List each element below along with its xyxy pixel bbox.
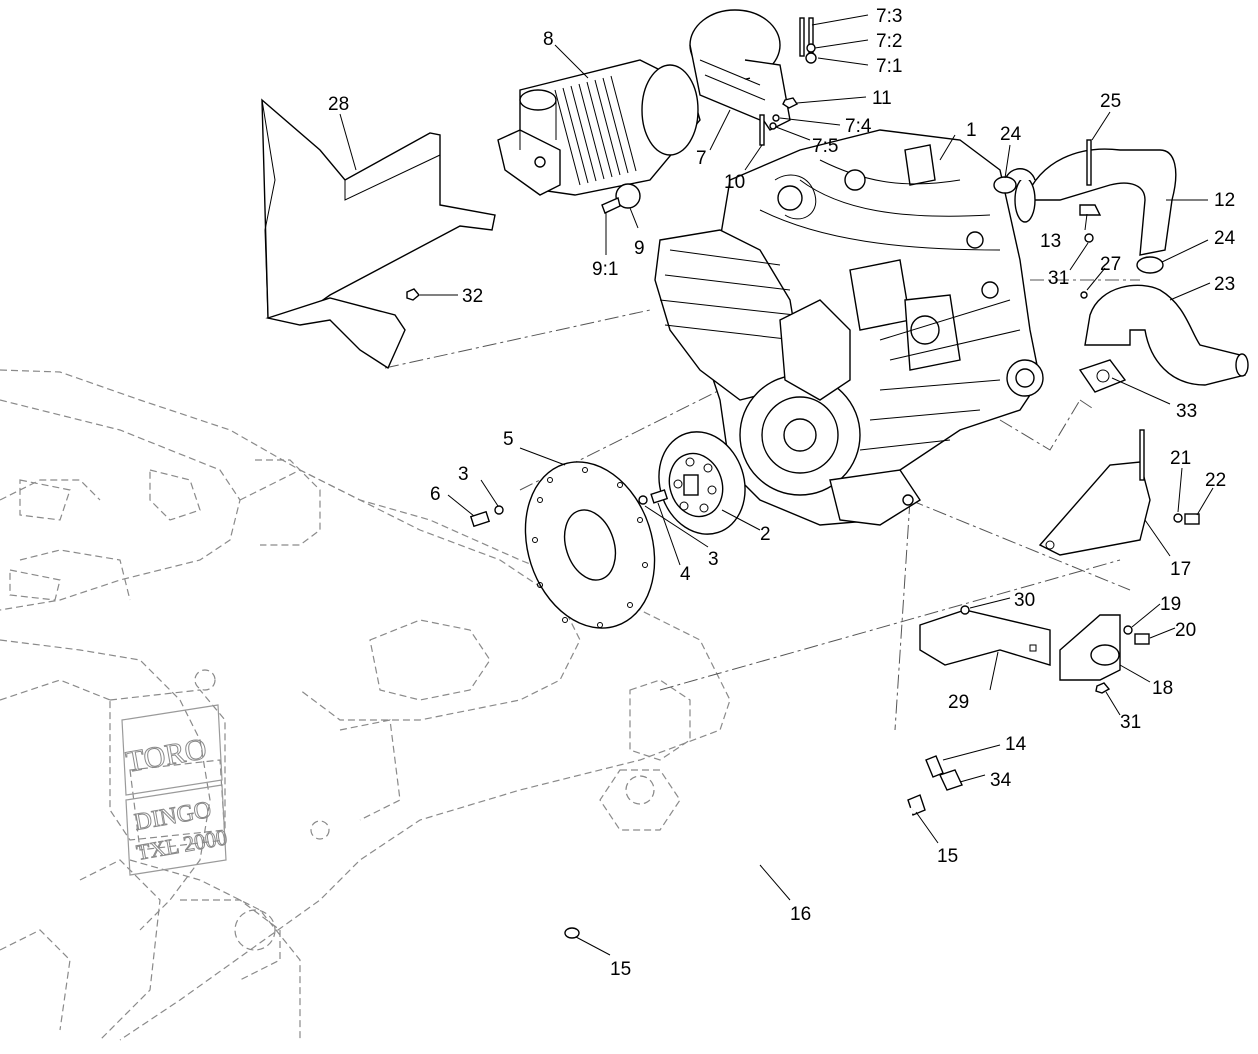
- callout-10: 10: [724, 172, 745, 193]
- callout-8: 8: [543, 29, 554, 50]
- brand-stamp-text: TORO: [123, 732, 209, 779]
- callout-27: 27: [1100, 254, 1121, 275]
- part-8-air-cleaner: [497, 59, 701, 196]
- callout-2: 2: [760, 524, 771, 545]
- assembly-center-lines: [384, 279, 1140, 731]
- part-28-shroud: [261, 98, 496, 370]
- part-33-gasket: [1078, 359, 1127, 393]
- part-18-bracket: [1059, 614, 1150, 694]
- callout-24: 24: [1000, 124, 1022, 145]
- part-9-vacuator: [601, 183, 641, 214]
- callout-31: 31: [1120, 712, 1141, 733]
- callout-21: 21: [1170, 448, 1191, 469]
- callout-15: 15: [610, 959, 631, 980]
- part-1-engine: [654, 129, 1044, 526]
- callout-6: 6: [430, 484, 441, 505]
- callout-13: 13: [1040, 231, 1061, 252]
- callout-16: 16: [790, 904, 811, 925]
- callout-3: 3: [708, 549, 719, 570]
- leader-lines: [339, 14, 1214, 956]
- callout-33: 33: [1176, 401, 1197, 422]
- callout-19: 19: [1160, 594, 1181, 615]
- callout-5: 5: [503, 429, 514, 450]
- part-24-hose-clamps: [993, 176, 1164, 274]
- callout-1: 1: [966, 120, 977, 141]
- part-5-adapter-plate: [524, 461, 656, 629]
- callout-20: 20: [1175, 620, 1196, 641]
- callout-31: 31: [1048, 268, 1069, 289]
- callout-4: 4: [680, 564, 691, 585]
- callout-7-3: 7:3: [876, 6, 902, 27]
- callout-7: 7: [696, 148, 707, 169]
- callout-34: 34: [990, 770, 1012, 791]
- frame-brand-stamp: TORO DINGO TXL 2000: [121, 704, 229, 876]
- callout-28: 28: [328, 94, 349, 115]
- part-14-16-drain-hose: [564, 755, 963, 939]
- callout-17: 17: [1170, 559, 1191, 580]
- part-32-nut: [406, 288, 420, 301]
- callout-3: 3: [458, 464, 469, 485]
- callout-11: 11: [872, 88, 892, 109]
- callout-9: 9: [634, 238, 645, 259]
- callout-15: 15: [937, 846, 958, 867]
- part-23-exhaust-pipe: [1080, 284, 1249, 386]
- callout-7-5: 7:5: [812, 136, 838, 157]
- callout-32: 32: [462, 286, 483, 307]
- callout-25: 25: [1100, 91, 1121, 112]
- callout-9-1: 9:1: [592, 259, 618, 280]
- callout-7-2: 7:2: [876, 31, 902, 52]
- callout-24: 24: [1214, 228, 1236, 249]
- callout-30: 30: [1014, 590, 1035, 611]
- callout-labels: 1 2 3 3 4 5 6 7 7:1 7:2 7:3 7:4 7:5 8 9 …: [328, 6, 1236, 980]
- part-7-mounting-band: [689, 9, 791, 131]
- callout-22: 22: [1205, 470, 1226, 491]
- callout-18: 18: [1152, 678, 1173, 699]
- callout-14: 14: [1005, 734, 1027, 755]
- part-3-4-6-fasteners: [469, 489, 669, 528]
- part-12-intake-tube: [1004, 139, 1177, 256]
- callout-12: 12: [1214, 190, 1235, 211]
- callout-29: 29: [948, 692, 969, 713]
- traction-unit-frame-ghost: [0, 369, 731, 1041]
- callout-7-1: 7:1: [876, 56, 902, 77]
- callout-7-4: 7:4: [845, 116, 872, 137]
- callout-23: 23: [1214, 274, 1235, 295]
- part-17-engine-mount: [1038, 429, 1200, 556]
- part-29-bracket: [919, 605, 1051, 666]
